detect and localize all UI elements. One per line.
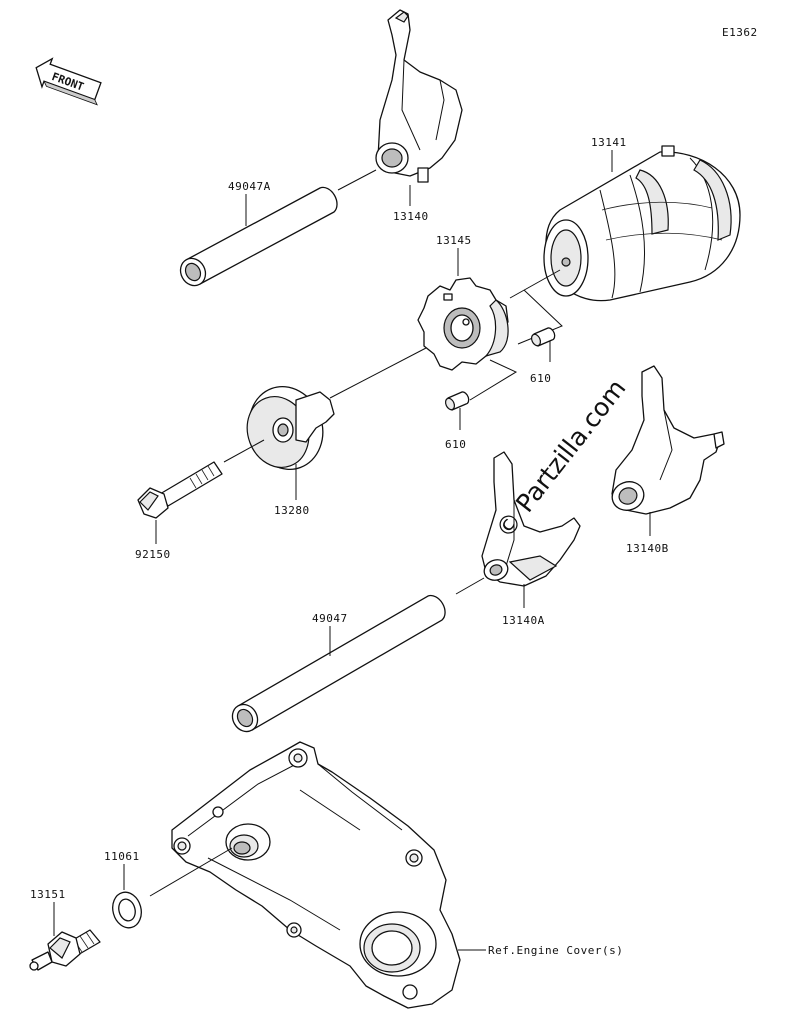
label-11061: 11061	[104, 850, 140, 863]
leader-13140A-shaft	[455, 577, 485, 595]
leader-610-b	[469, 359, 518, 401]
leader-13140-shaft	[337, 169, 377, 191]
label-49047A: 49047A	[228, 180, 271, 193]
label-610-b: 610	[445, 438, 466, 451]
watermark-text: © Partzilla.com	[490, 374, 632, 544]
label-13151: 13151	[30, 888, 66, 901]
plate-13280	[246, 386, 335, 470]
washer-11061	[112, 891, 142, 929]
shift-fork-13140B	[611, 365, 725, 515]
pin-610-upper	[530, 327, 556, 347]
label-13145: 13145	[436, 234, 472, 247]
label-49047: 49047	[312, 612, 348, 625]
shaft-49047	[231, 594, 446, 733]
leader-cam-plate	[329, 347, 427, 399]
label-610-a: 610	[530, 372, 551, 385]
label-13140: 13140	[393, 210, 429, 223]
shift-fork-13140A	[481, 451, 581, 587]
shift-drum-13141	[543, 145, 741, 302]
leader-washer-cover	[149, 847, 233, 897]
label-13280: 13280	[274, 504, 310, 517]
label-13140A: 13140A	[502, 614, 545, 627]
label-13141: 13141	[591, 136, 627, 149]
neutral-switch-13151	[29, 929, 101, 971]
ref-engine-cover-label: Ref.Engine Cover(s)	[488, 944, 623, 957]
bolt-92150	[137, 461, 223, 519]
pin-610-lower	[444, 391, 470, 411]
engine-cover-ref	[171, 741, 461, 1009]
leader-plate-bolt	[223, 439, 265, 463]
shaft-49047A	[179, 186, 338, 287]
shift-fork-13140	[375, 9, 463, 183]
label-92150: 92150	[135, 548, 171, 561]
shift-drum-cam-13145	[417, 277, 509, 371]
leader-drum-cam	[509, 269, 561, 299]
label-13140B: 13140B	[626, 542, 669, 555]
diagram-code: E1362	[722, 26, 758, 39]
front-arrow-icon: FRONT	[35, 57, 102, 106]
